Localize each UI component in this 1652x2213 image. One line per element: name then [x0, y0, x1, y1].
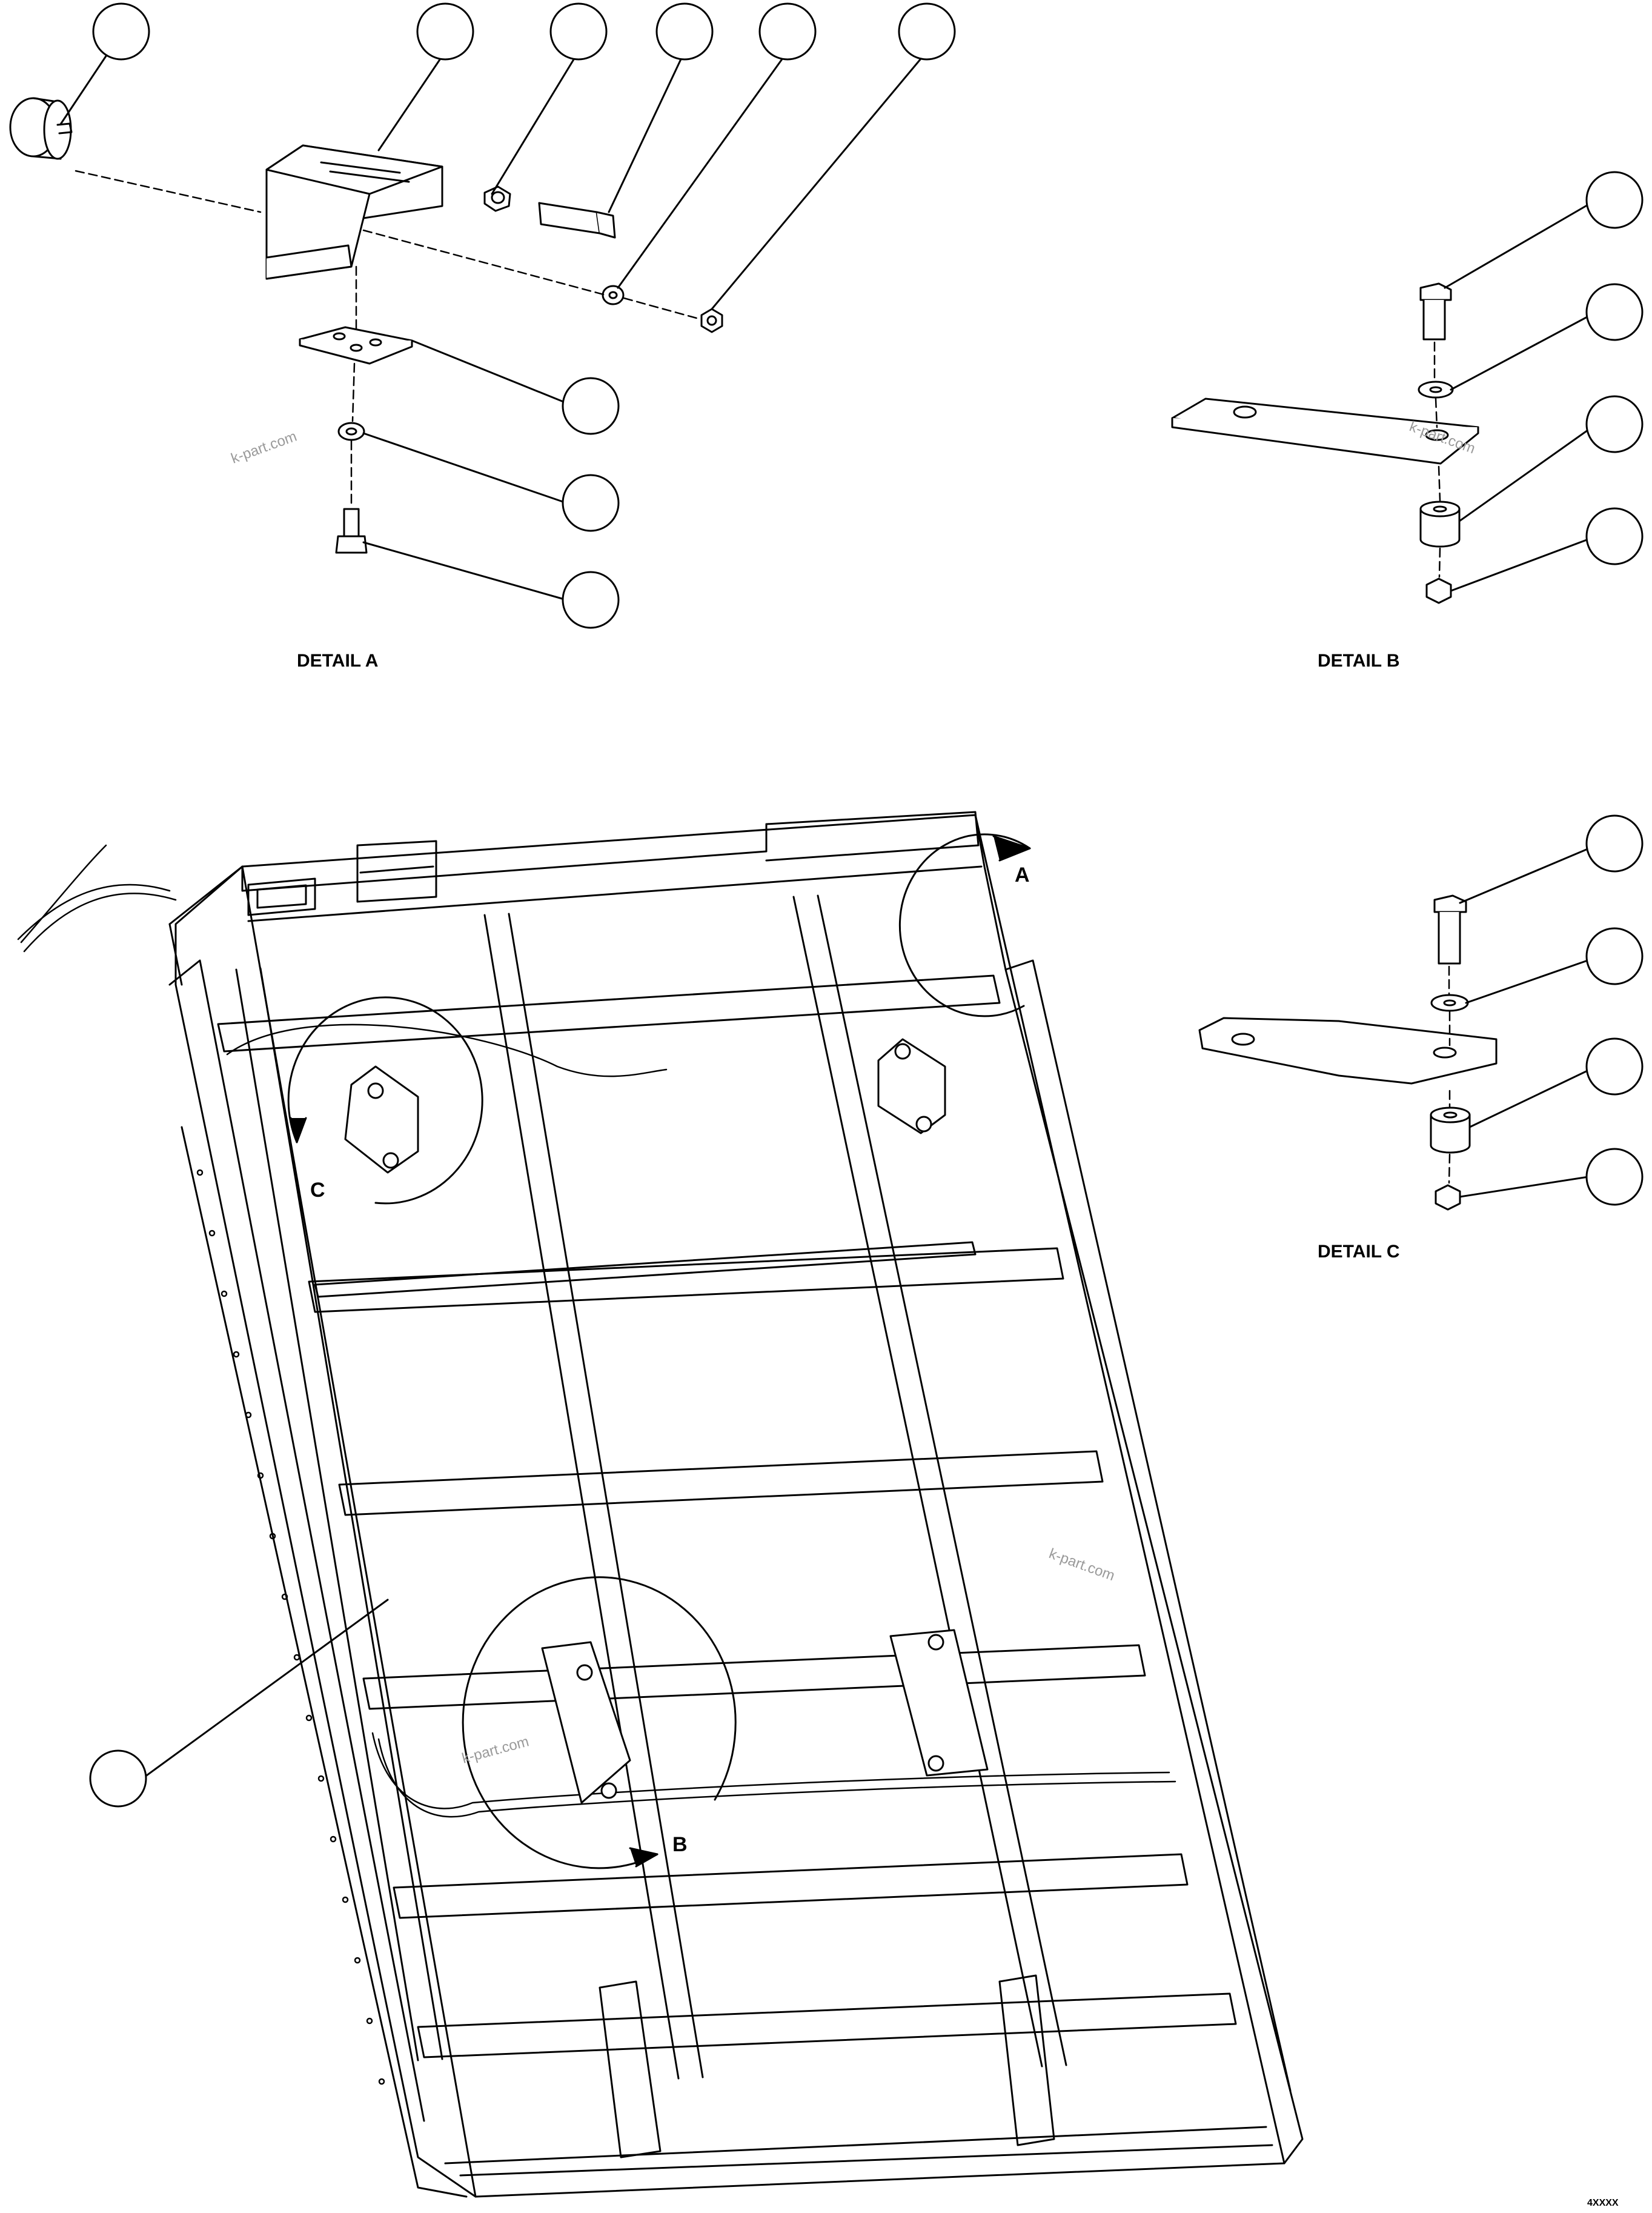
side-holes — [196, 1169, 385, 2085]
detail-c-leaders — [1459, 844, 1597, 1198]
callout-circle — [1585, 283, 1644, 341]
detail-b-flat-bar — [1171, 398, 1479, 465]
detail-c-view-circle — [287, 996, 483, 1205]
frame-leader-line — [141, 1599, 389, 1780]
detail-b-centerlines — [1433, 341, 1441, 578]
detail-c-title: DETAIL C — [1318, 1242, 1400, 1262]
lock-nut-part — [700, 308, 723, 333]
callout-circle — [1585, 507, 1644, 565]
flat-washer-part — [602, 285, 625, 305]
rear-brackets — [599, 1974, 1055, 2158]
detail-b-spacer — [1419, 501, 1461, 548]
callout-circle — [562, 377, 620, 435]
rubber-cap-part — [9, 97, 73, 160]
detail-b-leaders — [1444, 199, 1597, 592]
watermark-4: k-part.com — [460, 1733, 531, 1766]
callout-circle — [655, 2, 714, 61]
view-letter-b: B — [672, 1833, 688, 1856]
small-washer-part — [337, 422, 365, 441]
detail-b-group — [1171, 199, 1597, 604]
callout-circle — [1585, 171, 1644, 229]
cross-members — [217, 974, 1237, 2058]
square-plate-part — [299, 326, 413, 365]
watermark-3: k-part.com — [1047, 1545, 1117, 1584]
detail-a-title: DETAIL A — [297, 651, 378, 671]
view-letter-a: A — [1015, 864, 1030, 887]
longitudinal-rails — [235, 894, 1067, 2080]
front-channel — [168, 811, 980, 986]
detail-b-view-circle — [462, 1576, 737, 1869]
detail-a-group — [9, 50, 928, 601]
hex-bolt-part — [538, 202, 616, 239]
callout-circle — [549, 2, 608, 61]
callout-circle — [89, 1749, 147, 1808]
detail-c-bolt — [1433, 894, 1467, 965]
detail-b-nut — [1425, 577, 1452, 604]
frame-outline — [168, 814, 1304, 2198]
callout-circle — [1585, 927, 1644, 985]
detail-b-washer — [1418, 381, 1454, 399]
callout-circle — [1585, 814, 1644, 873]
view-letter-c: C — [310, 1179, 325, 1202]
callout-circle — [898, 2, 956, 61]
detail-a-view-circle — [898, 833, 1031, 1017]
callout-circle — [1585, 395, 1644, 453]
callout-circles — [89, 2, 1644, 1808]
detail-c-centerlines — [1448, 965, 1451, 1184]
detail-c-nut — [1435, 1184, 1461, 1211]
callout-circle — [758, 2, 817, 61]
carriage-bolt-part — [335, 508, 368, 554]
callout-circle — [92, 2, 150, 61]
callout-circle — [562, 474, 620, 532]
detail-b-bolt — [1419, 282, 1452, 341]
callout-circle — [1585, 1148, 1644, 1206]
callout-circle — [562, 571, 620, 629]
hex-nut-part — [483, 185, 511, 212]
isolator-plates — [344, 1038, 989, 1804]
detail-c-plate — [1198, 1017, 1498, 1085]
detail-c-washer — [1430, 994, 1469, 1012]
detail-c-spacer — [1430, 1106, 1471, 1154]
mounting-bracket-part — [265, 144, 443, 280]
frame-assembly — [17, 811, 1304, 2198]
watermark-1: k-part.com — [229, 428, 299, 467]
detail-a-centerlines — [75, 170, 698, 509]
callout-circle — [416, 2, 474, 61]
callout-circle — [1585, 1037, 1644, 1096]
detail-c-group — [1198, 844, 1597, 1211]
cross-bar — [314, 1241, 977, 1298]
detail-b-title: DETAIL B — [1318, 651, 1400, 671]
detail-a-leaders — [59, 50, 928, 601]
figure-code: 4XXXX — [1587, 2198, 1619, 2208]
